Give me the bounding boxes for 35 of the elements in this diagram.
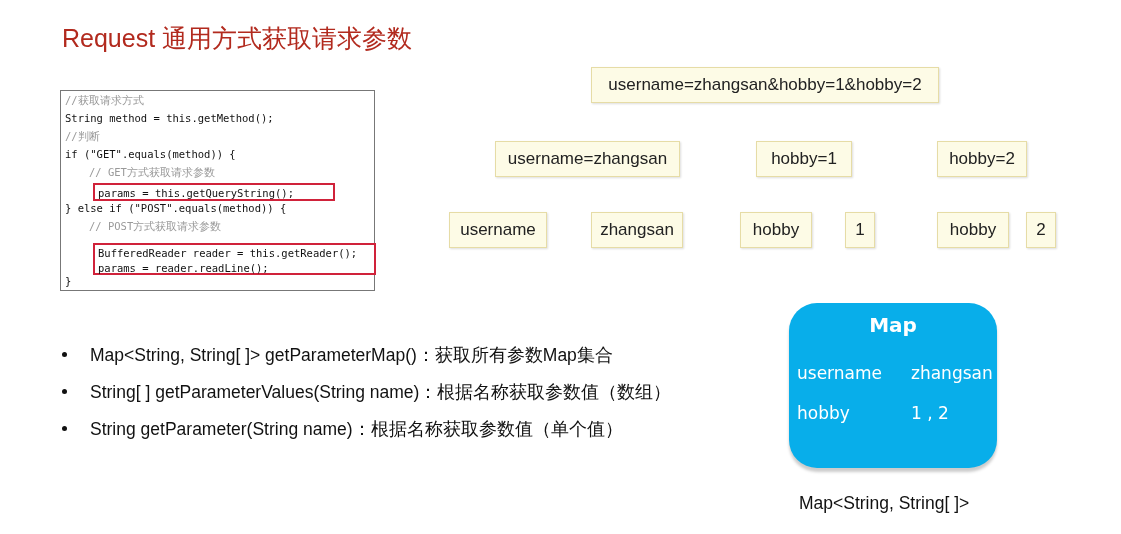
key-value-box: username=zhangsan&hobby=1&hobby=2 xyxy=(591,67,939,103)
map-value: zhangsan xyxy=(911,363,993,383)
map-card xyxy=(789,303,997,468)
map-value: 1 , 2 xyxy=(911,403,949,423)
key-value-box: hobby=1 xyxy=(756,141,852,177)
code-panel xyxy=(60,90,375,291)
code-line: } else if ("POST".equals(method)) { xyxy=(65,201,287,215)
code-line: params = reader.readLine(); xyxy=(98,261,269,275)
key-value-box: hobby xyxy=(937,212,1009,248)
code-comment: // POST方式获取请求参数 xyxy=(89,219,222,233)
key-value-box: 1 xyxy=(845,212,875,248)
key-value-box: zhangsan xyxy=(591,212,683,248)
key-value-box: hobby xyxy=(740,212,812,248)
node-label: Map<String, String[ ]> xyxy=(799,493,970,514)
key-value-box: username=zhangsan xyxy=(495,141,680,177)
highlight-box xyxy=(93,183,335,201)
map-key: hobby xyxy=(797,403,850,423)
map-key: username xyxy=(797,363,882,383)
key-value-box: 2 xyxy=(1026,212,1056,248)
code-line: if ("GET".equals(method)) { xyxy=(65,147,236,161)
map-heading: Map xyxy=(868,313,918,337)
code-line: BufferedReader reader = this.getReader(); xyxy=(98,246,358,260)
title: Request 通用方式获取请求参数 xyxy=(62,23,413,54)
code-line: String method = this.getMethod(); xyxy=(65,111,274,125)
bullet-text: String getParameter(String name)：根据名称获取参数值（单个值） xyxy=(90,418,623,441)
code-comment: //判断 xyxy=(65,129,100,143)
code-line: params = this.getQueryString(); xyxy=(98,186,294,200)
bullet-text: String[ ] getParameterValues(String name)：根据名称获取参数值（数组） xyxy=(90,381,672,404)
highlight-box xyxy=(93,243,376,275)
key-value-box: hobby=2 xyxy=(937,141,1027,177)
code-comment: // GET方式获取请求参数 xyxy=(89,165,215,179)
code-line: } xyxy=(65,274,72,288)
bullet-text: Map<String, String[ ]> getParameterMap()：获取所有参数Map集合 xyxy=(90,344,613,367)
key-value-box: username xyxy=(449,212,547,248)
code-comment: //获取请求方式 xyxy=(65,93,144,107)
